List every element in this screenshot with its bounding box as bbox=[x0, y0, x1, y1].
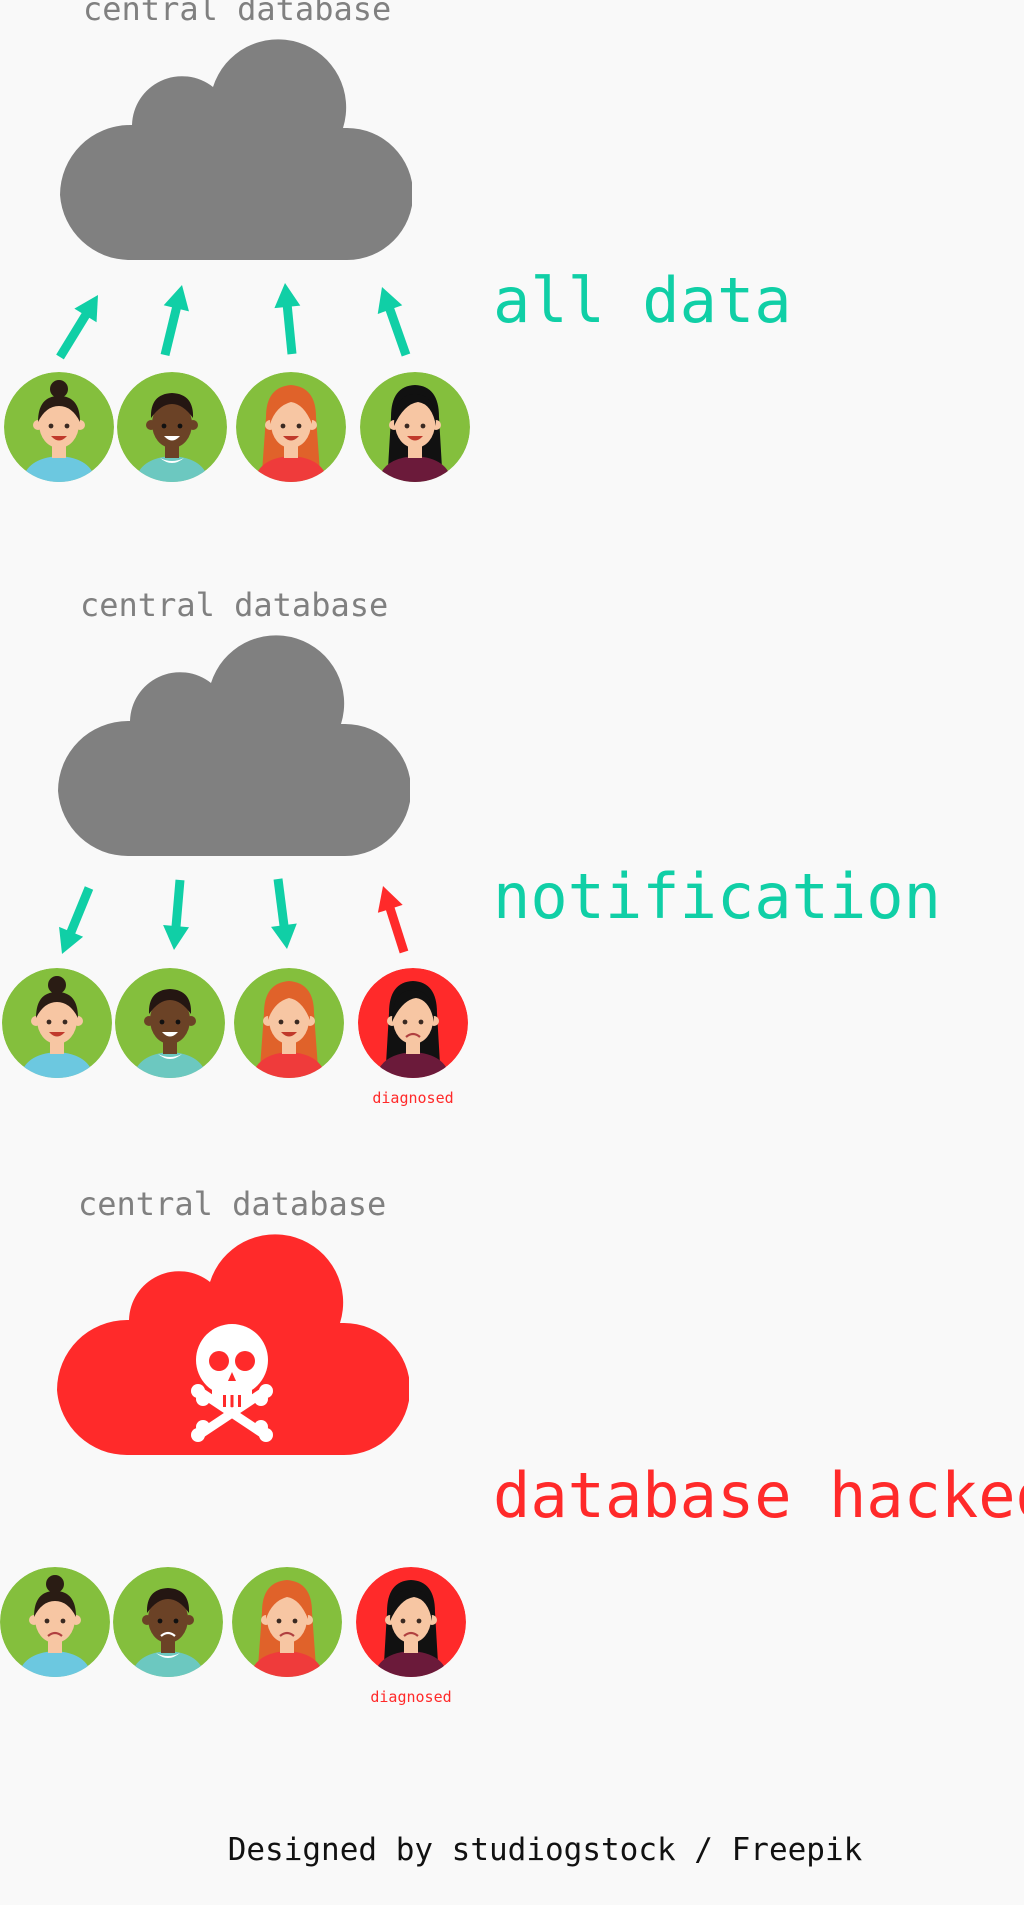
label-database-hacked: database hacked bbox=[493, 1459, 1024, 1532]
avatar-woman-black-hair bbox=[358, 968, 468, 1078]
avatar-man-curly bbox=[117, 372, 227, 482]
avatar-woman-red-hair bbox=[232, 1567, 342, 1677]
cloud-icon bbox=[58, 635, 410, 857]
arrow-group bbox=[56, 283, 411, 360]
avatar-man-curly bbox=[115, 968, 225, 1078]
credit-text: Designed by studiogstock / Freepik bbox=[227, 1832, 863, 1868]
arrow-group bbox=[59, 878, 409, 954]
database-title: central database bbox=[80, 586, 389, 624]
database-title: central database bbox=[78, 1185, 387, 1223]
avatar-woman-bun bbox=[4, 372, 114, 482]
avatar-woman-bun bbox=[0, 1567, 110, 1677]
cloud-icon bbox=[57, 1234, 409, 1456]
avatar-woman-bun bbox=[2, 968, 112, 1078]
panel-notification: central database notification diagnosed bbox=[0, 586, 1024, 1196]
label-notification: notification bbox=[493, 860, 941, 933]
down-arrow-icon bbox=[59, 886, 94, 954]
up-arrow-icon bbox=[56, 295, 98, 360]
avatar-woman-black-hair bbox=[360, 372, 470, 482]
cloud-icon bbox=[60, 39, 412, 261]
down-arrow-icon bbox=[163, 879, 190, 950]
up-arrow-icon bbox=[377, 287, 411, 357]
avatar-woman-red-hair bbox=[236, 372, 346, 482]
up-arrow-icon bbox=[274, 283, 301, 355]
diagnosed-caption: diagnosed bbox=[372, 1089, 454, 1107]
skull-and-crossbones-icon bbox=[191, 1324, 273, 1442]
avatar-woman-red-hair bbox=[234, 968, 344, 1078]
down-arrow-icon bbox=[271, 878, 297, 949]
label-all-data: all data bbox=[493, 264, 792, 337]
up-arrow-icon bbox=[160, 285, 189, 357]
database-title: central database bbox=[83, 0, 392, 28]
diagnosed-caption: diagnosed bbox=[370, 1688, 452, 1706]
panel-database-hacked: central database database hacked diagnos… bbox=[0, 1185, 1024, 1795]
avatar-man-curly bbox=[113, 1567, 223, 1677]
avatar-woman-black-hair bbox=[356, 1567, 466, 1677]
panel-all-data: central database all data bbox=[0, 0, 1024, 600]
up-arrow-icon bbox=[377, 886, 409, 954]
